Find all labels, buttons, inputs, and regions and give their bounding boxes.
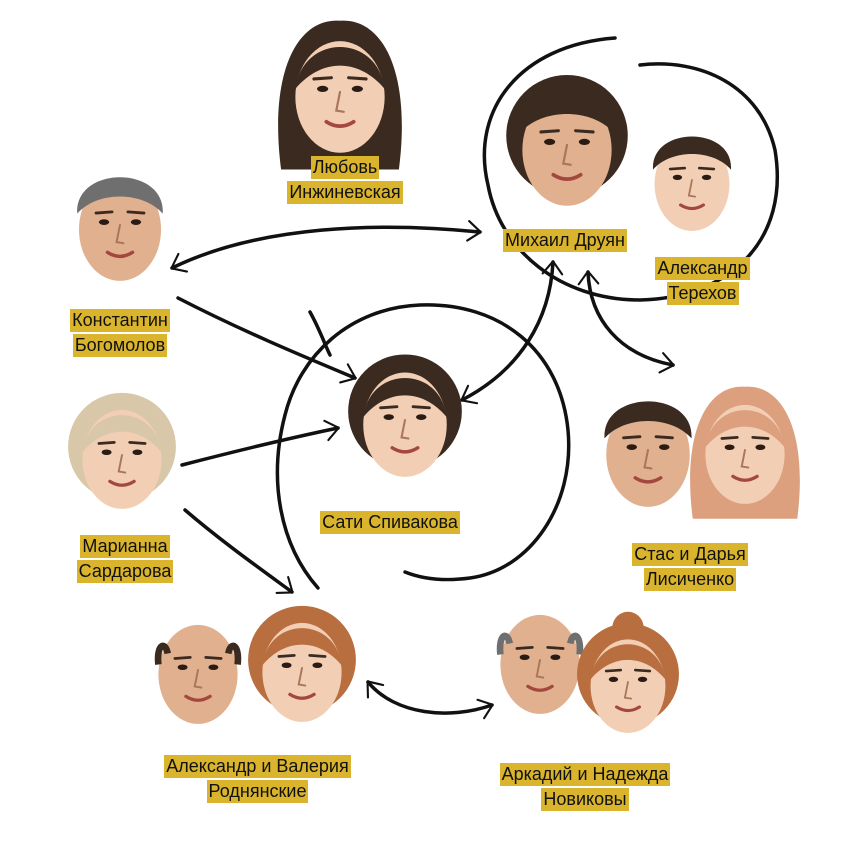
label-bogomolov: Константин Богомолов [70,309,170,357]
portraits [68,20,800,733]
label-sardarova: Марианна Сардарова [76,535,174,583]
arrow-druyan-spivakova [460,260,564,405]
portrait-druyan [506,74,628,206]
portrait-darya [690,386,800,519]
portrait-bogomolov [77,177,163,281]
arrow-bogomolov-spivakova [176,296,357,384]
arrow-bogomolov-druyan [170,220,482,273]
label-lyubov: Любовь Инжиневская [287,156,403,204]
portrait-valeriya_r [248,605,356,722]
portrait-nadezhda_n [577,611,679,733]
label-druyan: Михаил Друян [503,229,627,252]
label-lisichenko: Стас и Дарья Лисиченко [632,543,748,591]
arrow-druyan-lisichenko [577,270,675,374]
portrait-stas [604,401,692,507]
portrait-alexander_r [154,624,242,724]
label-rodnyanskie: Александр и Валерия Роднянские [164,755,351,803]
label-spivakova: Сати Спивакова [320,511,460,534]
label-novikovy: Аркадий и Надежда Новиковы [499,763,671,811]
arrows [170,220,675,720]
label-terekhov: Александр Терехов [655,257,750,305]
portrait-lyubov [278,20,402,170]
arrow-sardarova-spivakova [180,419,340,467]
portrait-sardarova [68,392,176,509]
arrow-sardarova-rodnyanskie [183,508,294,594]
portrait-arkady_n [496,614,584,714]
portrait-spivakova [348,354,462,477]
portrait-terekhov [652,136,732,231]
arrow-bogomolov-spivakova-2 [308,310,332,357]
arrow-rodnyanskie-novikovy [366,680,494,720]
